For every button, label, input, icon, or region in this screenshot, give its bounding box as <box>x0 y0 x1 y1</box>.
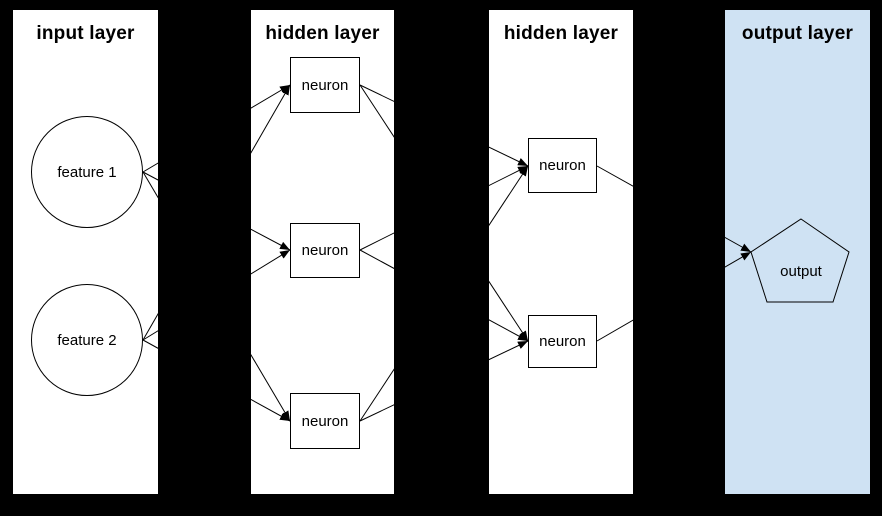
node-feature-1: feature 1 <box>31 116 143 228</box>
node-h2-neuron-1-label: neuron <box>539 157 586 174</box>
input-layer-title: input layer <box>36 23 135 44</box>
node-h1-neuron-3: neuron <box>290 393 360 449</box>
node-h1-neuron-1-label: neuron <box>301 76 349 94</box>
node-h2-neuron-2-label: neuron <box>539 333 586 350</box>
node-feature-2-label: feature 2 <box>57 331 117 349</box>
panel-input-layer: input layer <box>13 10 158 494</box>
node-h1-neuron-2: neuron <box>290 223 360 278</box>
panel-output-layer: output layer <box>725 10 870 494</box>
node-h2-neuron-2: neuron <box>528 315 597 368</box>
output-layer-title: output layer <box>741 23 854 44</box>
node-feature-1-label: feature 1 <box>57 163 117 181</box>
output-label-text: output <box>780 262 822 280</box>
node-feature-2: feature 2 <box>31 284 143 396</box>
node-output-label: output <box>761 258 841 284</box>
node-h1-neuron-3-label: neuron <box>301 412 349 430</box>
panel-hidden-layer-2: hidden layer <box>489 10 633 494</box>
node-h1-neuron-2-label: neuron <box>301 242 349 259</box>
node-h2-neuron-1: neuron <box>528 138 597 193</box>
hidden-layer-1-title: hidden layer <box>265 23 380 44</box>
hidden-layer-2-title: hidden layer <box>503 23 619 44</box>
node-h1-neuron-1: neuron <box>290 57 360 113</box>
